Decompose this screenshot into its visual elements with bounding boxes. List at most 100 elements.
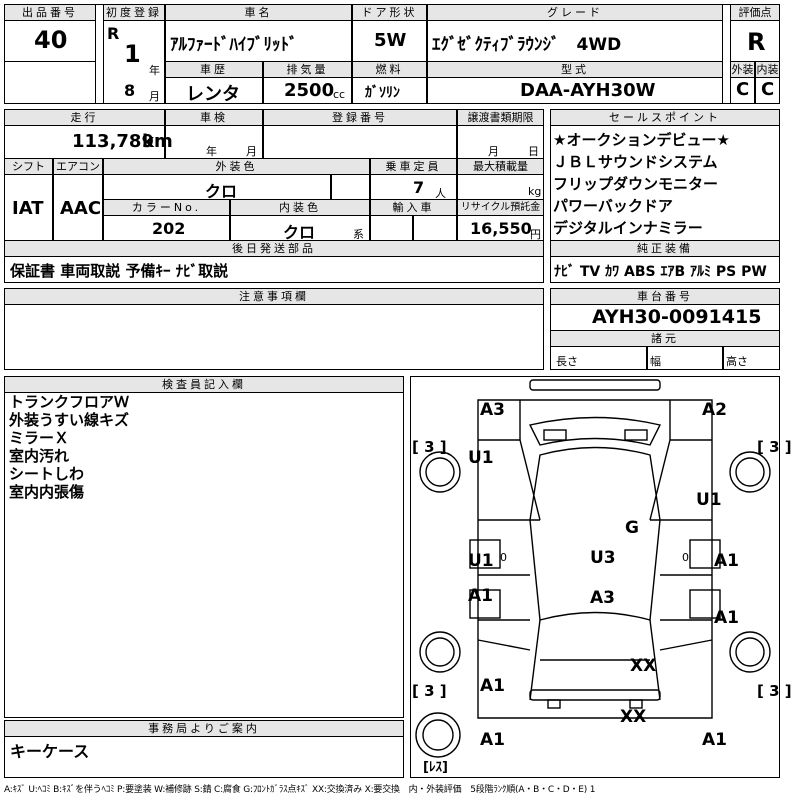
mark-door-left-front: U1 — [468, 551, 494, 571]
equipment-header: 純正装備 — [550, 240, 780, 257]
specs-header: 諸元 — [550, 330, 780, 347]
plate-header: 登録番号 — [263, 109, 457, 126]
score-int-label: 内装 — [755, 61, 780, 78]
diagram-frame — [410, 376, 780, 778]
exterior-color-value: クロ — [205, 182, 238, 201]
grade-header: グレード — [427, 4, 723, 21]
displacement-unit: cc — [333, 88, 346, 101]
side-zero-left: 0 — [500, 551, 507, 564]
fuel-value: ｶﾞｿﾘﾝ — [365, 85, 400, 101]
transfer-header: 譲渡書類期限 — [457, 109, 544, 126]
displacement-cell — [263, 77, 352, 104]
max-load-unit: kg — [528, 185, 542, 198]
model-header: 型式 — [427, 61, 723, 78]
plate-cell — [263, 125, 457, 159]
office-header: 事務局よりご案内 — [4, 720, 404, 737]
equipment-cell — [550, 256, 780, 283]
shift-value: IAT — [12, 198, 44, 219]
shift-header: シフト — [4, 158, 53, 175]
legend: A:ｷｽﾞ U:ﾍｺﾐ B:ｷｽﾞを伴うﾍｺﾐ P:要塗装 W:補修跡 S:錆 … — [4, 785, 596, 795]
mark-roof-rear: A3 — [590, 588, 615, 608]
color-no-value: 202 — [152, 219, 186, 238]
office-value: キーケース — [10, 742, 90, 761]
mark-quarter-left: A1 — [480, 676, 505, 696]
fuel-cell — [352, 77, 427, 104]
first-reg-header: 初度登録 — [103, 4, 165, 21]
model-cell — [427, 77, 723, 104]
grade-value: ｴｸﾞｾﾞｸﾃｨﾌﾞﾗｳﾝｼﾞ 4WD — [432, 35, 622, 55]
equipment-value: ﾅﾋﾞ TV ｶﾜ ABS ｴｱB ｱﾙﾐ PS PW — [554, 264, 767, 280]
displacement-value: 2500 — [284, 80, 335, 101]
mark-door-right-rear: A1 — [714, 608, 739, 628]
office-cell — [4, 736, 404, 778]
inspector-cell — [4, 392, 404, 718]
tire-rear-right: [ 3 ] — [757, 682, 792, 700]
score-int-value: C — [761, 79, 775, 100]
first-reg-month: 8 — [124, 81, 136, 100]
doors-header: ドア形状 — [352, 4, 427, 21]
exterior-color-header: 外装色 — [103, 158, 370, 175]
first-reg-cell — [103, 20, 165, 104]
score-ext-cell — [730, 77, 755, 104]
capacity-header: 乗車定員 — [370, 158, 457, 175]
sales-point-item: パワーバックドア — [553, 197, 673, 215]
sales-point-item: ＪＢＬサウンドシステム — [553, 153, 718, 171]
chassis-value: AYH30-0091415 — [592, 306, 762, 328]
car-name-value: ｱﾙﾌｧｰﾄﾞﾊｲﾌﾞﾘｯﾄﾞ — [170, 35, 298, 55]
inspector-lines: トランクフロアＷ 外装うすい線キズ ミラーＸ 室内汚れ シートしわ 室内内張傷 — [9, 393, 129, 501]
score-ext-label: 外装 — [730, 61, 755, 78]
mark-fender-right: U1 — [696, 490, 722, 510]
mark-rear-right: A1 — [702, 730, 727, 750]
first-reg-month-unit: 月 — [149, 90, 160, 103]
color-no-header: カラーNo. — [103, 199, 230, 216]
mark-backdoor: XX — [620, 707, 647, 727]
inspector-line: 室内内張傷 — [9, 483, 85, 501]
mark-front-left: A3 — [480, 400, 505, 420]
inspector-header: 検査員記入欄 — [4, 376, 404, 393]
recycle-header: リサイクル預託金 — [457, 199, 544, 216]
inspection-month-unit: 月 — [246, 145, 257, 158]
mark-windshield: G — [625, 518, 639, 538]
mark-front-right: A2 — [702, 400, 727, 420]
specs-length: 長さ — [556, 355, 578, 368]
first-reg-era: R — [107, 24, 120, 43]
specs-height: 高さ — [726, 355, 748, 368]
lot-value: 40 — [34, 26, 68, 54]
import-divider — [412, 215, 414, 241]
tire-front-right: [ 3 ] — [757, 438, 792, 456]
history-cell — [165, 77, 263, 104]
specs-width: 幅 — [650, 355, 661, 368]
sales-point-item: ★オークションデビュー★ — [553, 131, 730, 149]
inspector-line: シートしわ — [9, 465, 85, 483]
history-value: レンタ — [186, 84, 240, 105]
score-ext-value: C — [736, 79, 750, 100]
recycle-unit: 円 — [530, 228, 541, 241]
fuel-header: 燃料 — [352, 61, 427, 78]
max-load-header: 最大積載量 — [457, 158, 544, 175]
score-value: R — [747, 28, 766, 56]
lot-header: 出品番号 — [4, 4, 96, 21]
tire-spare: [ﾚｽ] — [423, 760, 448, 775]
sales-points-header: セールスポイント — [550, 109, 780, 126]
mark-door-left-rear: A1 — [468, 586, 493, 606]
capacity-unit: 人 — [435, 187, 446, 200]
transfer-day-unit: 日 — [528, 145, 539, 158]
mark-fender-left: U1 — [468, 448, 494, 468]
displacement-header: 排気量 — [263, 61, 352, 78]
inspector-line: ミラーＸ — [9, 429, 70, 447]
sales-points-list: ★オークションデビュー★ ＪＢＬサウンドシステム フリップダウンモニター パワー… — [553, 129, 730, 239]
inspector-line: 外装うすい線キズ — [9, 411, 130, 429]
notes-cell — [4, 304, 544, 370]
inspector-line: 室内汚れ — [9, 447, 70, 465]
interior-color-unit: 系 — [353, 228, 364, 241]
inspection-year-unit: 年 — [206, 145, 217, 158]
later-parts-cell — [4, 256, 544, 283]
doors-value: 5W — [374, 30, 407, 51]
history-header: 車歴 — [165, 61, 263, 78]
mileage-value: 113,789 — [72, 131, 154, 152]
sales-point-item: デジタルインナミラー — [553, 219, 703, 237]
mark-roof: U3 — [590, 548, 616, 568]
score-header: 評価点 — [730, 4, 780, 21]
mileage-header: 走行 — [4, 109, 165, 126]
exterior-color-divider — [330, 174, 332, 200]
